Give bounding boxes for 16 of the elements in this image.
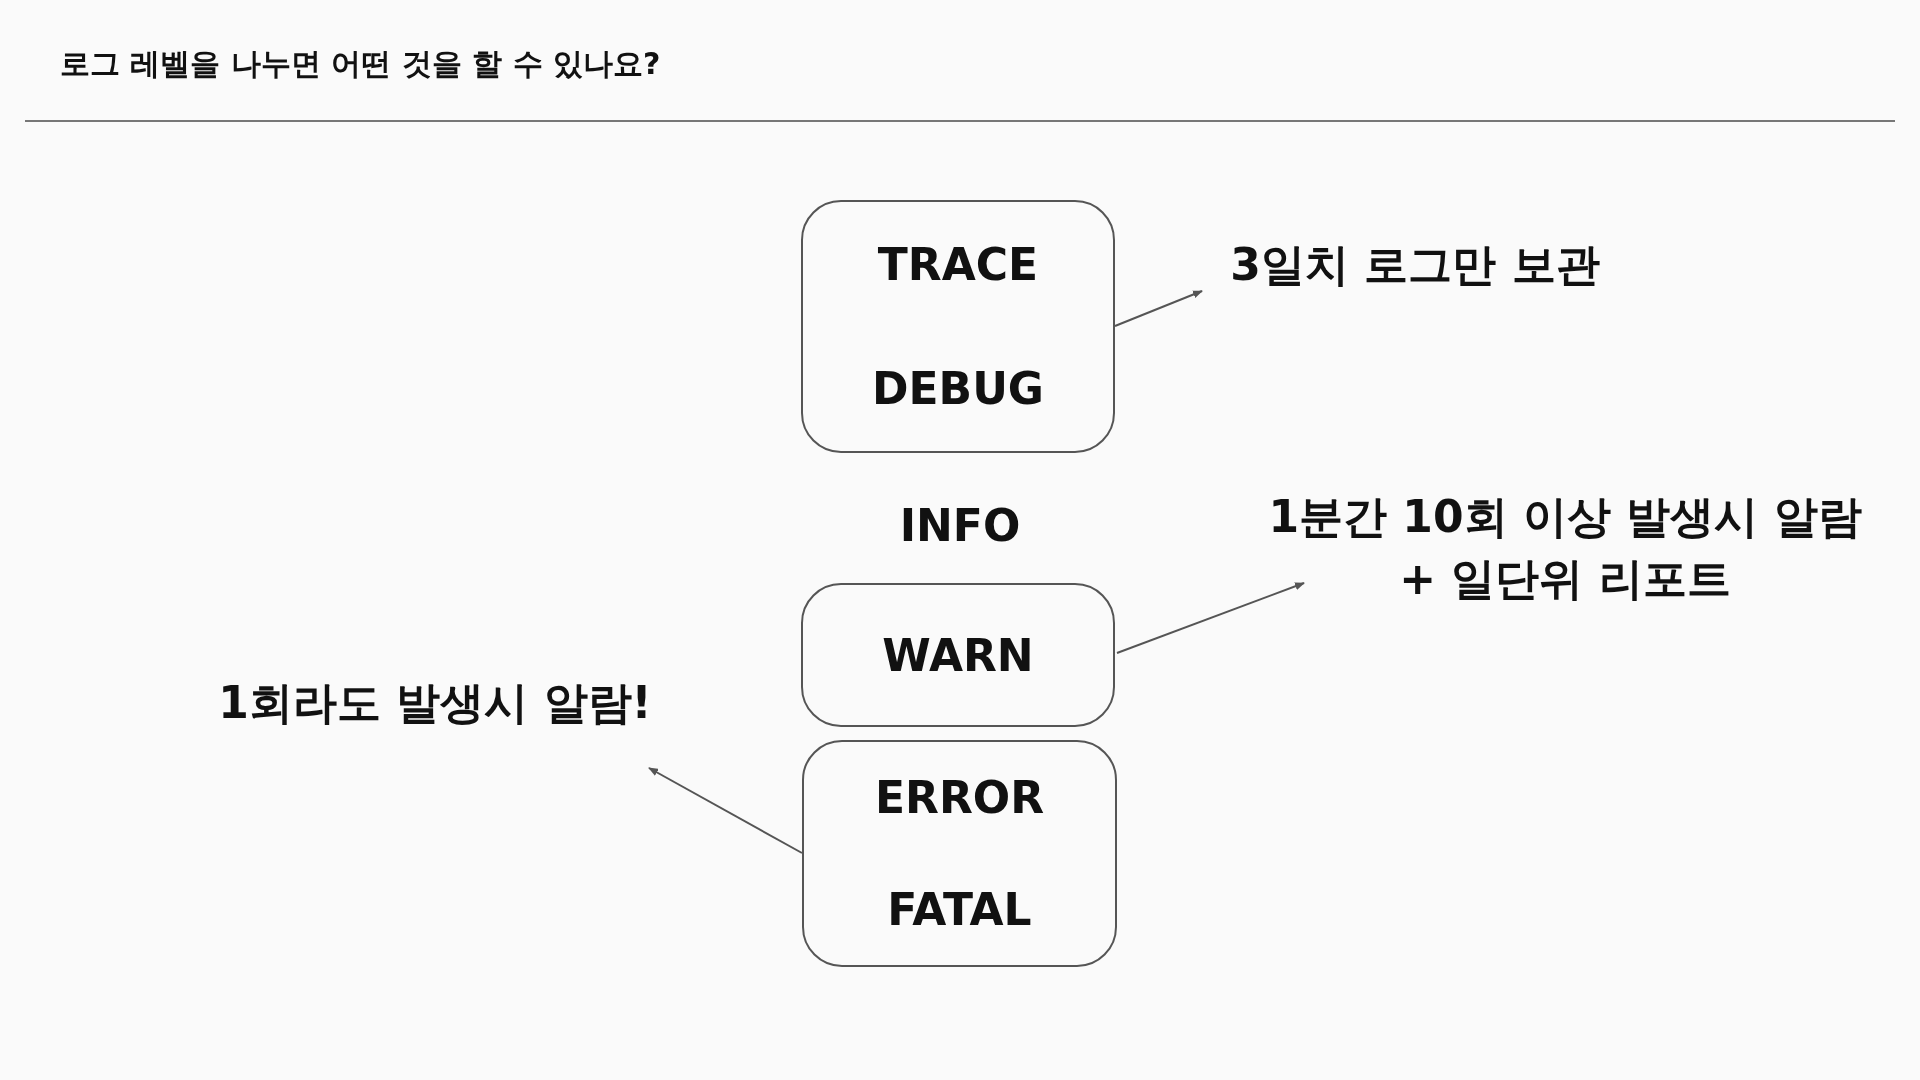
arrow	[1116, 582, 1305, 654]
arrow	[1114, 290, 1203, 327]
level-label: ERROR	[874, 772, 1045, 824]
note-text: 1분간 10회 이상 발생시 알람 + 일단위 리포트	[1255, 486, 1875, 610]
slide-title: 로그 레벨을 나누면 어떤 것을 할 수 있나요?	[60, 45, 661, 83]
log-level-box	[801, 200, 1115, 453]
arrow	[648, 767, 803, 854]
level-label: INFO	[898, 499, 1022, 553]
log-level-box	[802, 740, 1117, 967]
note-text: 3일치 로그만 보관	[1225, 234, 1605, 296]
level-label: TRACE	[877, 238, 1039, 290]
level-label: WARN	[882, 629, 1034, 681]
note-text: 1회라도 발생시 알람!	[215, 672, 655, 734]
log-level-box	[801, 583, 1115, 727]
level-label: DEBUG	[872, 363, 1044, 415]
level-label: FATAL	[887, 883, 1032, 935]
